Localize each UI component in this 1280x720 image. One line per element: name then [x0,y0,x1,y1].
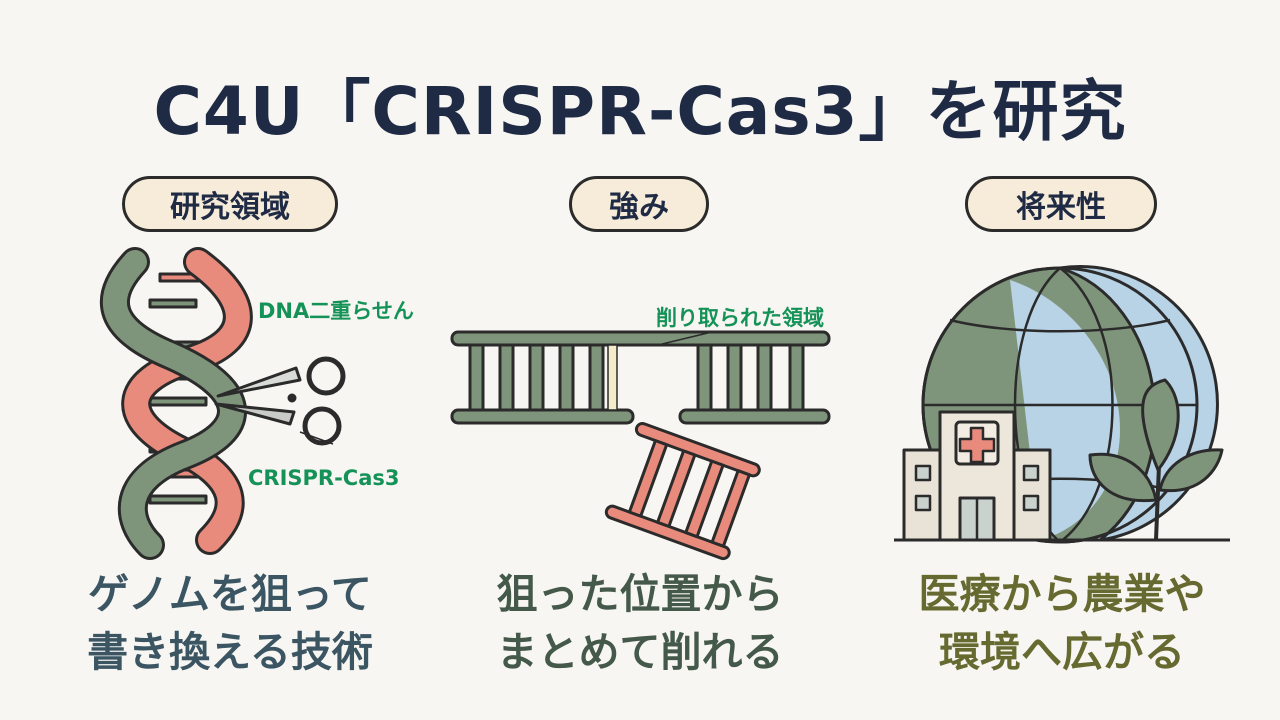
caption-strength: 狙った位置から まとめて削れる [440,565,840,681]
caption-line: ゲノムを狙って [88,570,372,618]
callout-line-cas3 [299,431,334,445]
dna-scissors-icon [99,247,346,560]
heading-strength: 強み [569,176,709,232]
caption-future: 医療から農業や 環境へ広がる [862,565,1262,681]
caption-line: 書き換える技術 [87,628,373,676]
callout-line-removed-region [661,331,713,345]
caption-research-area: ゲノムを狙って 書き換える技術 [30,565,430,681]
caption-line: 環境へ広がる [939,628,1185,676]
globe-hospital-plant-icon [894,265,1230,544]
callout-crispr-cas3: CRISPR-Cas3 [248,466,400,490]
page-title: C4U「CRISPR-Cas3」を研究 [153,73,1127,150]
callout-dna-double-helix: DNA二重らせん [258,299,414,323]
dna-ladder-cut-icon [450,330,831,561]
heading-research-area: 研究領域 [122,176,338,232]
callout-removed-region: 削り取られた領域 [656,306,824,330]
caption-line: まとめて削れる [496,628,784,676]
caption-line: 狙った位置から [496,570,784,618]
heading-future: 将来性 [965,176,1157,232]
caption-line: 医療から農業や [918,570,1206,618]
